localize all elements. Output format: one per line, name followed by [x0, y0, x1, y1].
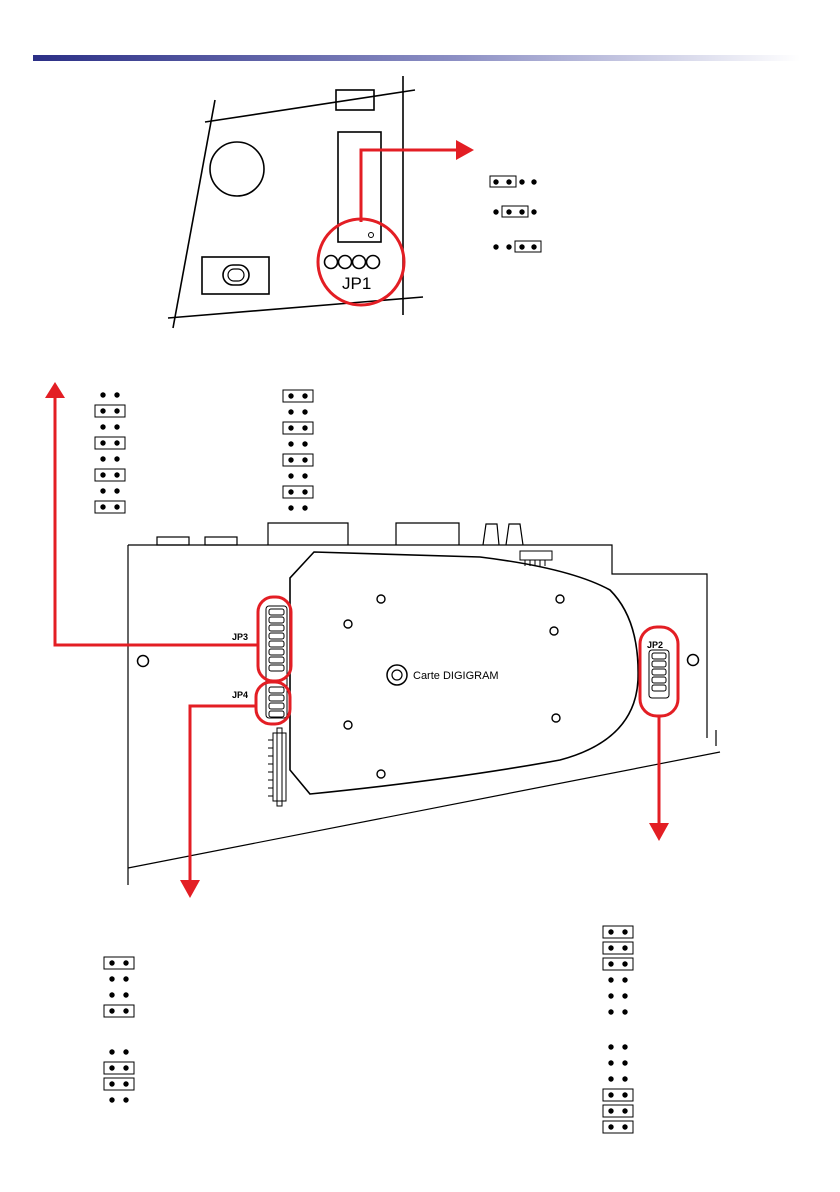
jp2-settings-b	[603, 1044, 633, 1133]
jp3-jp4-header	[266, 606, 287, 718]
jp3-arrowhead	[45, 382, 65, 398]
header-bar	[33, 55, 800, 61]
red-callouts	[55, 398, 678, 880]
jp1-arrowhead	[456, 140, 474, 160]
jp2-settings-a	[603, 926, 633, 1015]
jp4-arrowhead	[180, 880, 200, 898]
jp2-header	[649, 650, 669, 698]
jp4-label: JP4	[232, 690, 248, 700]
ribbon-connector	[268, 728, 286, 806]
jp4-settings-b	[104, 1049, 134, 1102]
jp1-callout-arrow	[361, 150, 456, 222]
jp3-settings-right	[283, 390, 313, 511]
card-label: Carte DIGIGRAM	[413, 670, 499, 682]
jp2-arrowhead	[649, 823, 669, 841]
jp1-board-detail	[168, 76, 423, 328]
jp3-label: JP3	[232, 632, 248, 642]
jp4-settings-a	[104, 957, 134, 1017]
jp1-settings	[490, 176, 541, 252]
main-board	[128, 523, 720, 885]
card-connector	[520, 551, 552, 566]
jp1-label: JP1	[342, 274, 371, 293]
jp3-settings-left	[95, 392, 125, 513]
jp2-label: JP2	[647, 640, 663, 650]
